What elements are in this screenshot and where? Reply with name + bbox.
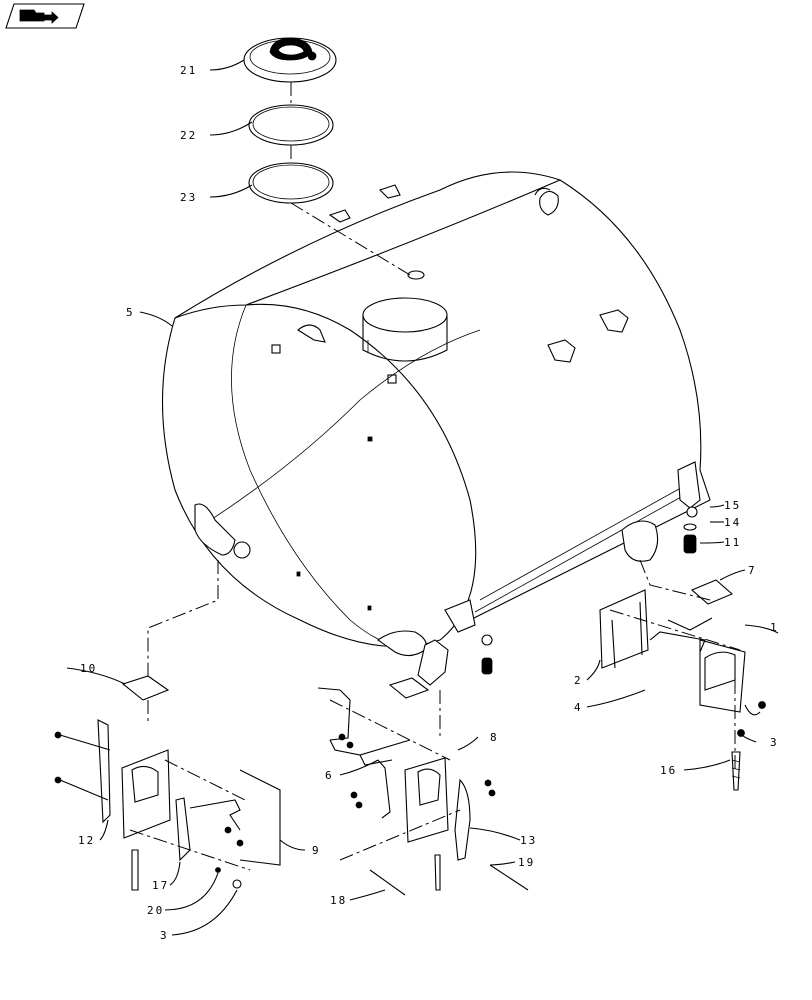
callout-6: 6 <box>325 769 334 782</box>
middle-bracket-assembly <box>317 687 529 896</box>
callout-23: 23 <box>180 191 197 204</box>
callout-1: 1 <box>770 621 779 634</box>
callout-15: 15 <box>724 499 741 512</box>
hardware-right <box>481 506 698 675</box>
callout-8: 8 <box>490 731 499 744</box>
callout-16: 16 <box>660 764 677 777</box>
left-bracket-assembly <box>54 719 281 891</box>
lid-cap <box>243 37 337 83</box>
right-bracket-assembly <box>599 589 766 791</box>
callout-5: 5 <box>126 306 135 319</box>
callout-22: 22 <box>180 129 197 142</box>
pad-7 <box>690 579 734 605</box>
callout-3-left: 3 <box>160 929 169 942</box>
callout-20: 20 <box>147 904 164 917</box>
pad-10 <box>121 675 170 701</box>
folder-arrow-icon[interactable] <box>5 3 85 29</box>
callout-18: 18 <box>330 894 347 907</box>
callout-2: 2 <box>574 674 583 687</box>
callout-21: 21 <box>180 64 197 77</box>
callout-7: 7 <box>748 564 757 577</box>
gasket-ring-lower <box>248 162 334 204</box>
callout-4: 4 <box>574 701 583 714</box>
callout-17: 17 <box>152 879 169 892</box>
callout-12: 12 <box>78 834 95 847</box>
callout-13: 13 <box>520 834 537 847</box>
callout-14: 14 <box>724 516 741 529</box>
callout-3-right: 3 <box>770 736 779 749</box>
callout-11: 11 <box>724 536 741 549</box>
leader-lines <box>66 59 779 936</box>
callout-10: 10 <box>80 662 97 675</box>
callout-19: 19 <box>518 856 535 869</box>
callout-labels: 21 22 23 5 15 14 11 7 1 2 4 3 16 10 8 6 … <box>78 64 779 942</box>
callout-9: 9 <box>312 844 321 857</box>
gasket-ring-upper <box>248 104 334 146</box>
tank-body <box>161 171 711 686</box>
